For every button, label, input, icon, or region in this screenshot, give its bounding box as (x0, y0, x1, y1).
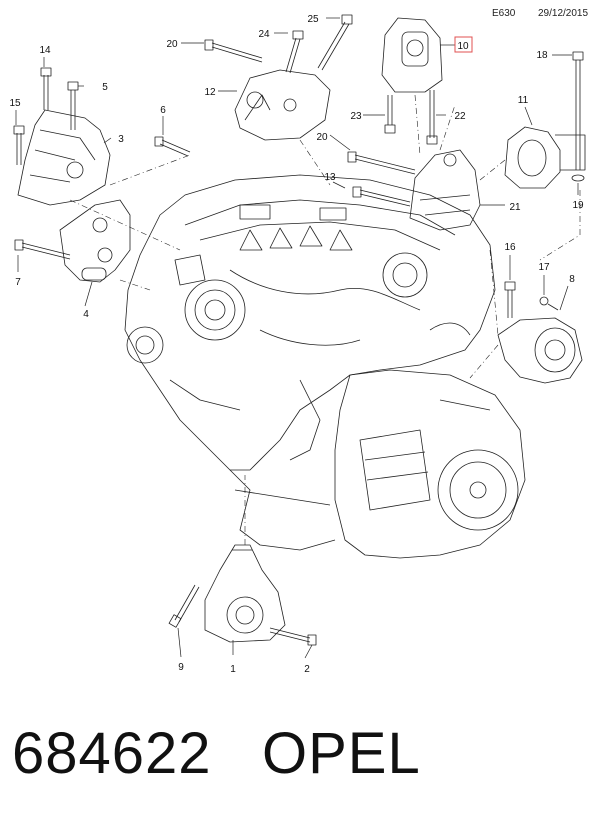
callout-5: 5 (102, 82, 108, 93)
bracket-21-part (409, 149, 481, 231)
callout-25: 25 (307, 14, 319, 25)
callout-18: 18 (536, 50, 548, 61)
callout-16: 16 (504, 242, 516, 253)
bolt-18 (572, 51, 584, 170)
bolt-17 (539, 296, 559, 311)
brand-name: OPEL (262, 721, 421, 786)
mount-3-part (17, 109, 111, 206)
diagram-date: 29/12/2015 (538, 8, 589, 19)
leader-lines (15, 17, 579, 659)
callout-22: 22 (454, 111, 466, 122)
callout-9: 9 (178, 662, 184, 673)
callout-3: 3 (118, 134, 124, 145)
callout-21: 21 (509, 202, 521, 213)
callout-17: 17 (538, 262, 550, 273)
callout-labels: 1 2 3 4 5 6 7 8 9 10 11 12 13 14 15 16 1… (9, 14, 584, 675)
callout-10: 10 (457, 41, 469, 52)
bolt-15 (13, 125, 25, 165)
callout-20-top: 20 (166, 39, 178, 50)
callout-20-mid: 20 (316, 132, 328, 143)
part-number: 684622 (12, 721, 212, 786)
alignment-lines (69, 94, 581, 545)
bolt-20-mid (347, 151, 416, 175)
callout-23: 23 (350, 111, 362, 122)
callout-15: 15 (9, 98, 21, 109)
diagram-code: E630 (492, 8, 516, 19)
callout-19: 19 (572, 200, 584, 211)
callout-14: 14 (39, 45, 51, 56)
engine-block (124, 174, 496, 471)
bolt-2 (269, 627, 317, 646)
bolt-20-top (204, 39, 263, 63)
bolt-7 (14, 239, 71, 260)
bolt-16 (504, 281, 516, 318)
washer-19 (571, 174, 585, 182)
bolt-5 (67, 81, 79, 130)
bolt-25 (317, 14, 353, 71)
callout-13: 13 (324, 172, 336, 183)
callout-7: 7 (15, 277, 21, 288)
bracket-12-part (234, 69, 331, 141)
mount-11-part (504, 126, 586, 189)
callout-6: 6 (160, 105, 166, 116)
bolt-6 (154, 136, 191, 157)
mount-10-part (381, 17, 443, 93)
mount-8-part (497, 317, 583, 384)
bolt-24 (285, 30, 304, 74)
callout-12: 12 (204, 87, 216, 98)
engine-mount-diagram: 1 2 3 4 5 6 7 8 9 10 11 12 13 14 15 16 1… (9, 14, 586, 675)
callout-1: 1 (230, 664, 236, 675)
bolt-22 (426, 90, 438, 145)
mount-1-part (204, 544, 286, 643)
callout-4: 4 (83, 309, 89, 320)
bracket-4-part (59, 199, 131, 283)
callout-11: 11 (518, 95, 529, 106)
callout-8: 8 (569, 274, 575, 285)
bolt-9 (168, 584, 200, 628)
callout-2: 2 (304, 664, 310, 675)
highlight-box (454, 36, 473, 53)
bolt-14 (40, 67, 52, 110)
transmission (229, 369, 526, 559)
bolt-13 (352, 186, 411, 207)
bolt-23 (384, 95, 396, 134)
callout-24: 24 (258, 29, 270, 40)
